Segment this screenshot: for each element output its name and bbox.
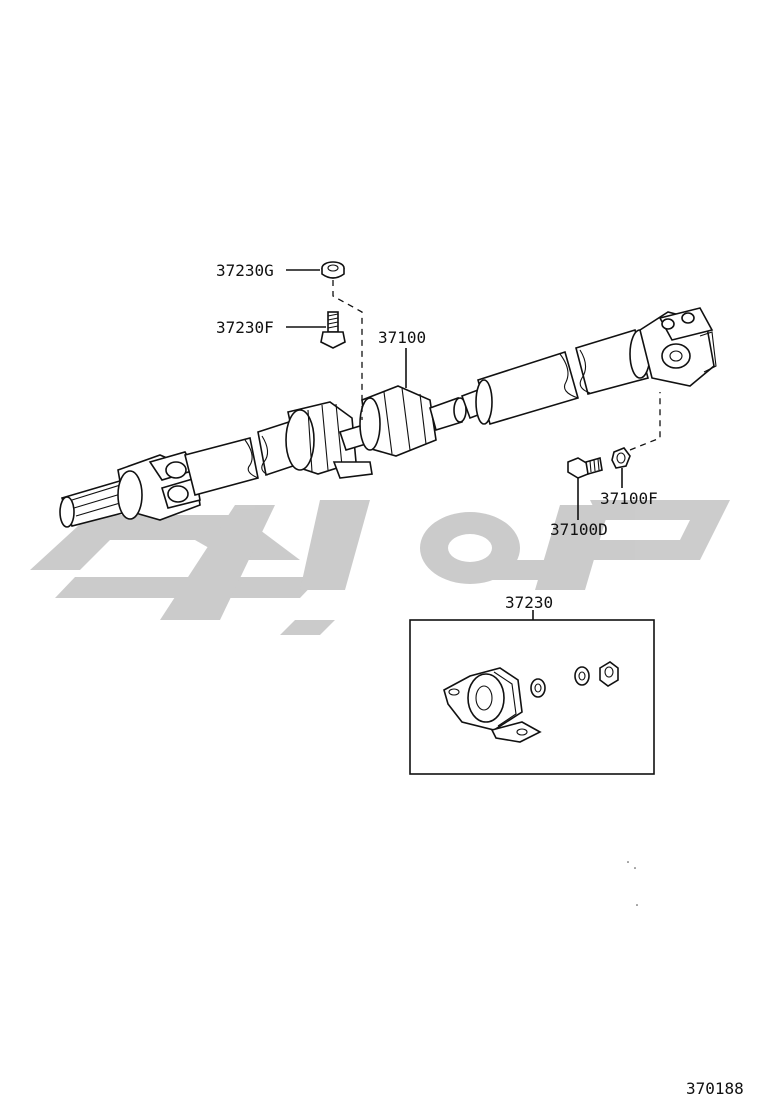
washer-kit xyxy=(530,678,546,698)
nut-37100F xyxy=(611,447,631,469)
label-37100D: 37100D xyxy=(550,520,608,539)
spring-washer-kit xyxy=(574,666,590,686)
leader-lines xyxy=(286,269,661,620)
label-37100: 37100 xyxy=(378,328,426,347)
nut-kit xyxy=(599,661,619,687)
watermark-logo xyxy=(30,500,730,635)
figure-code: 370188 xyxy=(686,1079,744,1098)
bolt-37100D xyxy=(567,456,603,479)
label-37230G: 37230G xyxy=(216,261,274,280)
propeller-shaft-assembly xyxy=(59,307,717,528)
label-37230: 37230 xyxy=(505,593,553,612)
bolt-37230F xyxy=(320,311,346,349)
scan-specks xyxy=(627,861,638,906)
washer-37230G xyxy=(321,261,345,279)
center-bearing-kit-box xyxy=(409,619,655,775)
label-37230F: 37230F xyxy=(216,318,274,337)
label-37100F: 37100F xyxy=(600,489,658,508)
center-bearing-37230 xyxy=(443,667,542,743)
